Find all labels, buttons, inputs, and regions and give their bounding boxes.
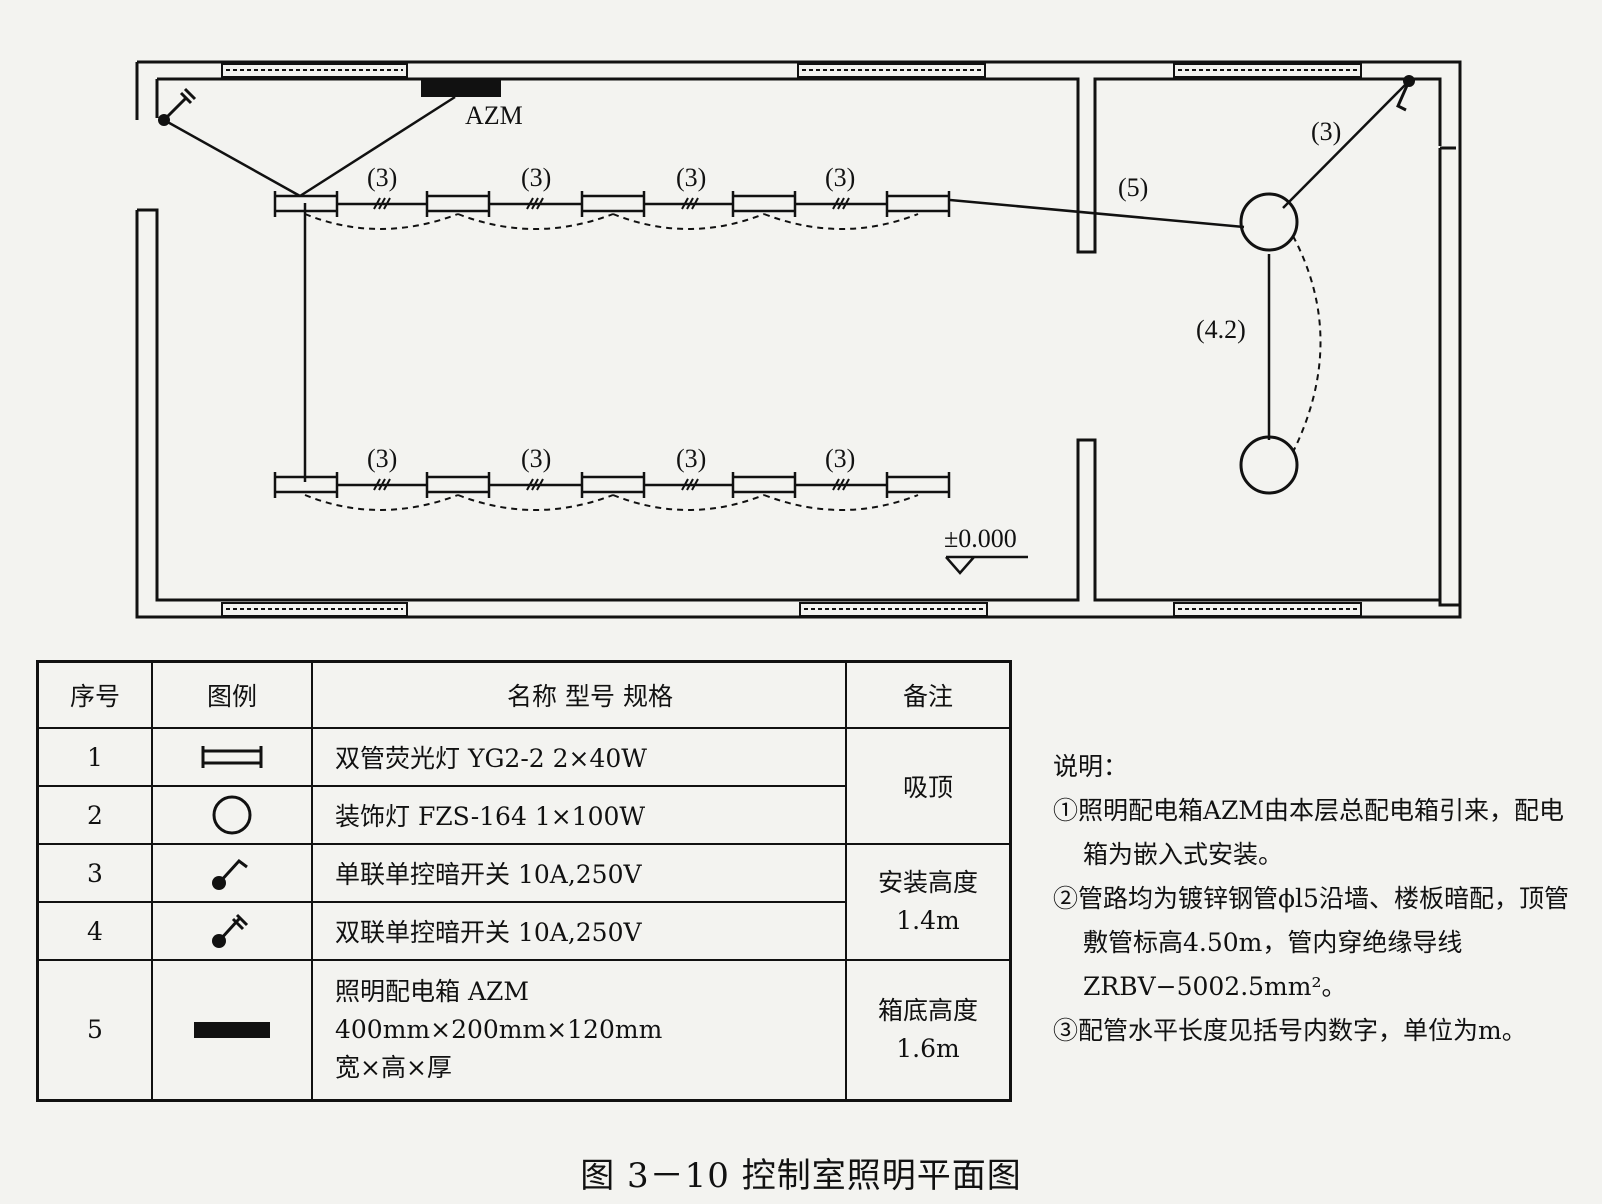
decorative-lamp-upper [1239,192,1299,252]
notes-title: 说明： [1053,752,1129,781]
legend-table: 序号 图例 名称 型号 规格 备注 1 双管荧光灯 YG2-2 2×40W 吸顶… [36,660,1012,1102]
svg-text:(3): (3) [521,163,551,192]
single-gang-switch-icon [212,858,248,890]
lighting-panel-icon [194,1021,270,1038]
svg-text:(3): (3) [676,444,706,473]
svg-text:(3): (3) [825,444,855,473]
figure-caption: 图 3－10 控制室照明平面图 [580,1156,1022,1196]
wall-top-outer [137,60,1462,605]
elevation-mark: ±0.000 [944,524,1017,553]
fluorescent-row-bottom [273,472,951,498]
windows [221,63,1362,617]
note-item: ①照明配电箱AZM由本层总配电箱引来，配电箱为嵌入式安装。 [1053,796,1565,869]
svg-text:(3): (3) [521,444,551,473]
decorative-lamp-lower [1239,435,1299,495]
lighting-floor-plan: AZM (3) (3) (3) (3) [135,60,1462,619]
wall-left-inner [137,148,1442,602]
notes-block: 说明： ①照明配电箱AZM由本层总配电箱引来，配电箱为嵌入式安装。 ②管路均为镀… [1053,745,1583,1053]
wall-left-outer [135,62,1462,619]
svg-text:(3): (3) [367,444,397,473]
panel-label: AZM [465,101,523,130]
double-tube-fluorescent-lamp-icon [201,746,263,768]
note-item: ③配管水平长度见括号内数字，单位为m。 [1053,1016,1527,1045]
svg-text:(5): (5) [1118,173,1148,202]
fluorescent-row-top [273,191,951,217]
svg-text:(3): (3) [1311,117,1341,146]
decorative-lamp-icon [212,795,252,835]
svg-text:(3): (3) [367,163,397,192]
note-item: ②管路均为镀锌钢管ϕl5沿墙、楼板暗配，顶管敷管标高4.50m，管内穿绝缘导线Z… [1053,884,1569,1001]
wall-bottom-close [1438,600,1460,607]
svg-text:(4.2): (4.2) [1196,315,1246,344]
wall-top-inner [155,77,1442,254]
double-gang-switch-icon [212,913,249,948]
svg-text:(3): (3) [676,163,706,192]
svg-text:(3): (3) [825,163,855,192]
lighting-panel-azm [421,80,501,97]
